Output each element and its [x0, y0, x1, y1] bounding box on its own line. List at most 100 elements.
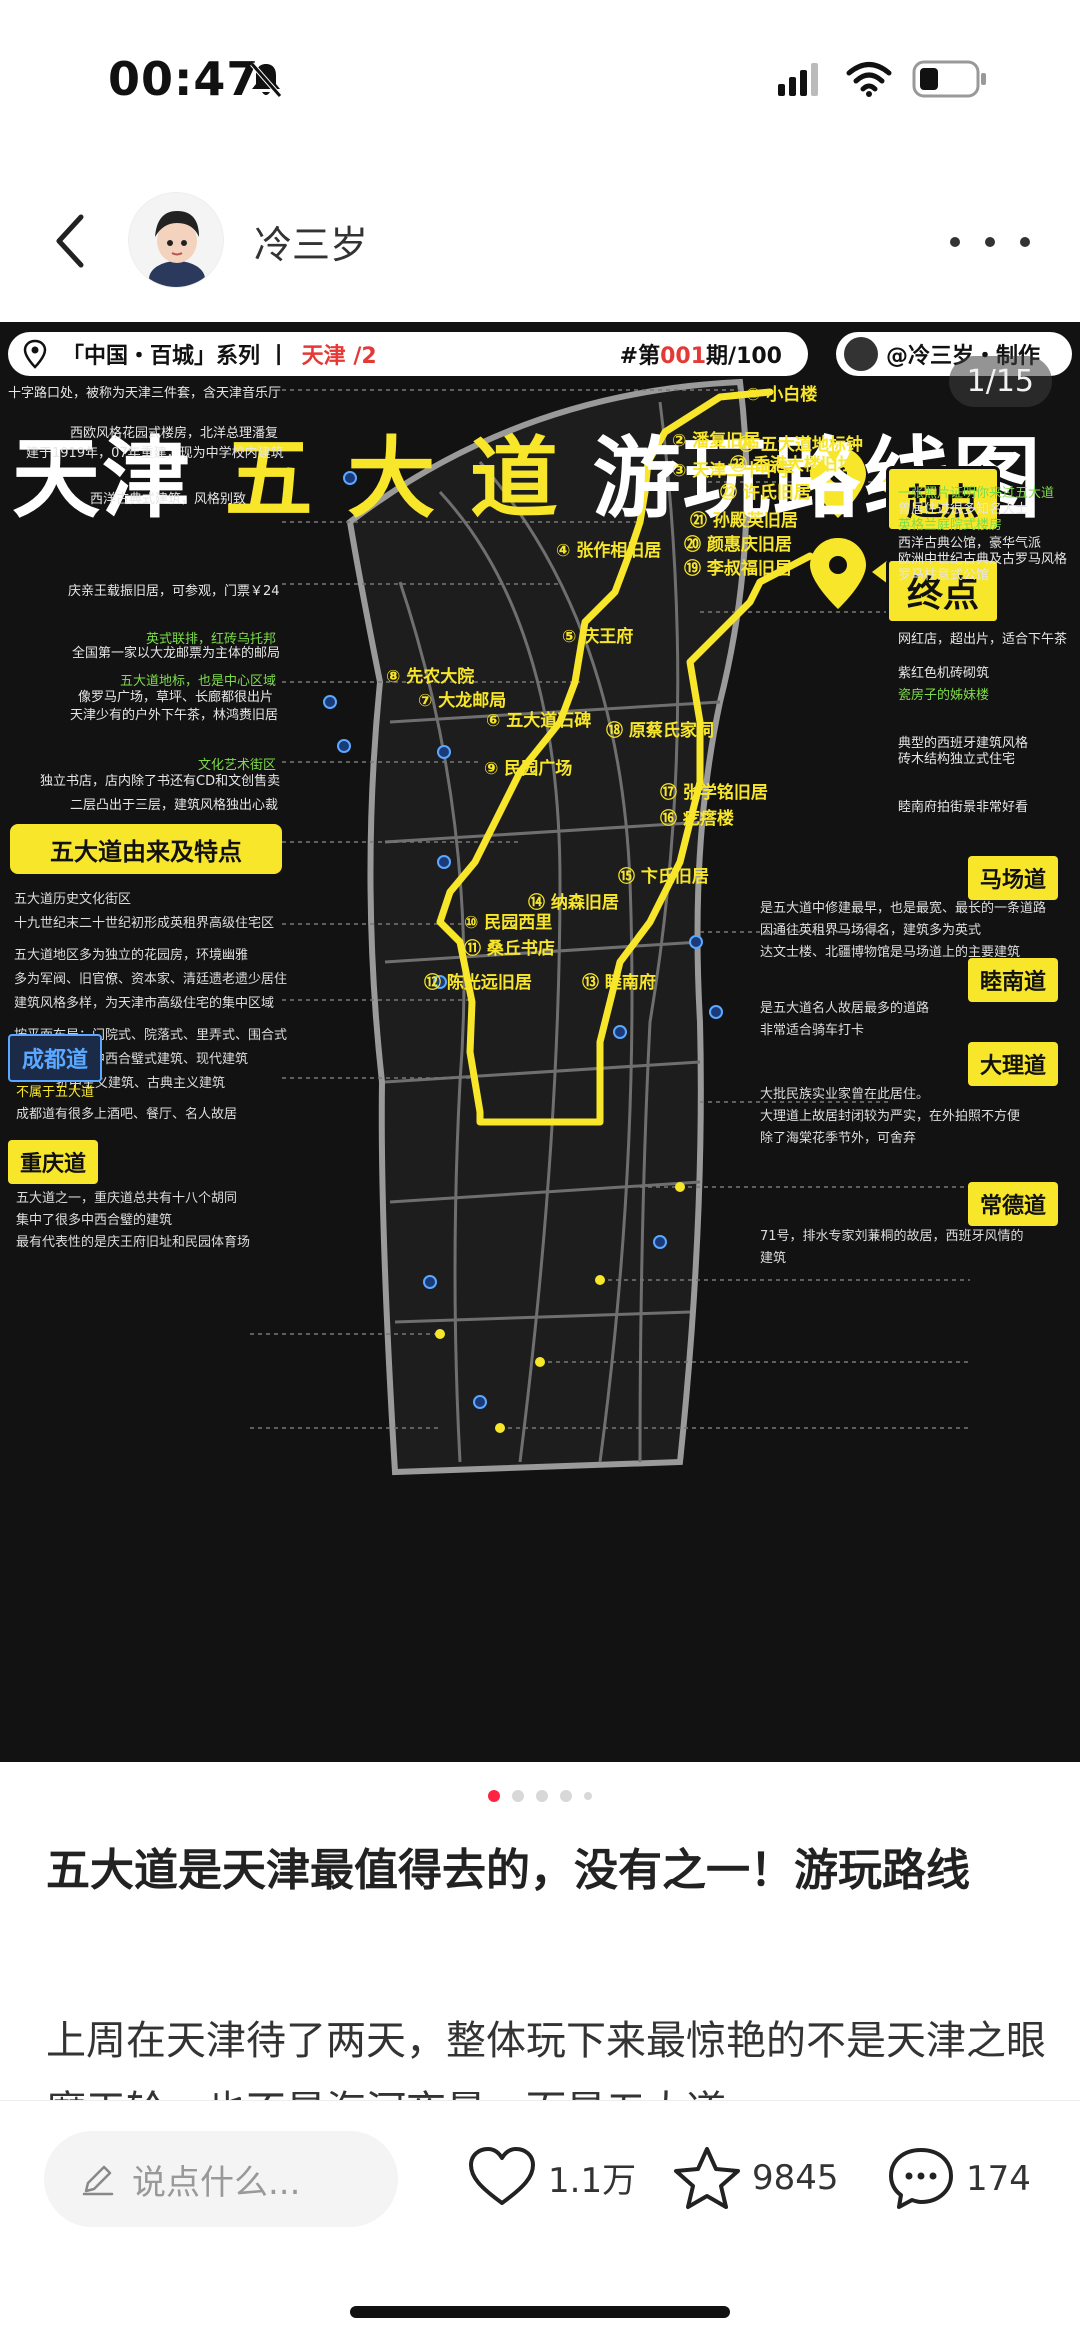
issue-number: 001	[660, 344, 707, 369]
star-icon	[674, 2147, 740, 2209]
road-tag-machang: 马场道	[968, 856, 1059, 900]
carousel-indicator[interactable]	[0, 1790, 1080, 1802]
road-desc-line: 集中了很多中西合璧的建筑	[16, 1213, 173, 1228]
like-button[interactable]: 1.1万	[466, 2145, 636, 2209]
maker-avatar	[844, 337, 878, 371]
road-desc-line: 因通往英租界马场得名，建筑多为英式	[760, 923, 982, 938]
road-desc-line: 71号，排水专家刘蒹桐的故居，西班牙风情的	[760, 1229, 1024, 1244]
right-note: 瓷房子的姊妹楼	[898, 688, 990, 703]
post-title: 五大道是天津最值得去的，没有之一！游玩路线	[46, 1845, 970, 1896]
right-note: 网红店，超出片，适合下午茶	[898, 632, 1068, 647]
author-avatar[interactable]	[128, 192, 224, 288]
stop-label: ⑩ 民园西里	[464, 913, 553, 933]
stop-label: ⑭ 纳森旧居	[528, 893, 619, 913]
comment-button[interactable]: 174	[886, 2145, 1031, 2213]
author-name[interactable]: 冷三岁	[254, 223, 369, 267]
more-dots-icon	[950, 237, 960, 247]
road-tag-chengdu: 成都道	[8, 1034, 103, 1082]
right-note: 曾居住过很多知名人士	[898, 502, 1029, 517]
road-tag-changde: 常德道	[968, 1182, 1059, 1226]
stop-label: ⑮ 卞氏旧居	[618, 867, 709, 887]
end-pin-icon	[810, 538, 888, 609]
end-label: 终点	[886, 558, 1001, 624]
left-note: 天津少有的户外下午茶，林鸿赉旧居	[70, 708, 279, 723]
stop-label: ㉑ 孙殿英旧居	[690, 511, 798, 531]
right-note: 砖木结构独立式住宅	[898, 752, 1016, 767]
issue-suffix: 期/100	[706, 344, 782, 369]
road-desc-line: 大批民族实业家曾在此居住。	[760, 1087, 930, 1102]
heart-icon	[469, 2147, 535, 2205]
page-counter: 1/15	[948, 356, 1052, 407]
stop-label: ⑳ 颜惠庆旧居	[684, 535, 792, 555]
status-time: 00:47	[108, 52, 260, 106]
like-count: 1.1万	[548, 2160, 637, 2201]
post-image-carousel[interactable]: 1/15 「中国・百城」系列 丨 天津 /2 #第001期/100 @冷三岁・制…	[0, 322, 1080, 1762]
status-bar: 00:47	[0, 0, 1080, 150]
carousel-dot	[536, 1790, 548, 1802]
road-tag-chongqing: 重庆道	[8, 1140, 99, 1184]
stop-label: ④ 张作相旧居	[556, 541, 662, 561]
stop-label: ⑲ 李叔福旧居	[684, 559, 792, 579]
road-desc-chengdu: 不属于五大道 成都道有很多上酒吧、餐厅、名人故居	[16, 1082, 237, 1126]
bell-off-icon	[250, 62, 282, 98]
road-desc-line: 是五大道中修建最早，也是最宽、最长的一条道路	[760, 901, 1047, 916]
left-note: 西欧风格花园式楼房，北洋总理潘复	[70, 426, 279, 441]
legend-line: 五大道地区多为独立的花园房，环境幽雅	[14, 948, 249, 963]
legend-title: 五大道由来及特点	[10, 824, 282, 874]
legend-line: 十九世纪末二十世纪初形成英租界高级住宅区	[14, 916, 275, 931]
road-desc-machang: 是五大道中修建最早，也是最宽、最长的一条道路 因通往英租界马场得名，建筑多为英式…	[760, 898, 1046, 964]
image-series-bar: 「中国・百城」系列 丨 天津 /2 #第001期/100	[8, 332, 808, 376]
city-label: 天津 /2	[301, 344, 377, 369]
road-desc-line: 五大道之一，重庆道总共有十八个胡同	[16, 1191, 238, 1206]
stop-label: ⑰ 张学铭旧居	[660, 783, 768, 803]
left-note: 五大道地标，也是中心区域	[120, 674, 277, 689]
road-desc-line: 是五大道名人故居最多的道路	[760, 1001, 930, 1016]
issue-prefix: #第	[619, 344, 661, 369]
signal-icon	[778, 63, 818, 96]
road-desc-dali: 大批民族实业家曾在此居住。 大理道上故居封闭较为严实，在外拍照不方便 除了海棠花…	[760, 1084, 1020, 1150]
stop-label: ㉓ 香港大楼旧址	[730, 455, 855, 475]
stop-label: ⑪ 桑丘书店	[464, 939, 555, 959]
right-note: 典型的西班牙建筑风格	[898, 736, 1029, 751]
legend-line: 五大道历史文化街区	[14, 892, 132, 907]
stop-label: ⑬ 睦南府	[582, 973, 656, 993]
road-desc-line: 建筑	[760, 1251, 787, 1266]
road-desc-munan: 是五大道名人故居最多的道路 非常适合骑车打卡	[760, 998, 929, 1042]
home-indicator[interactable]	[350, 2306, 730, 2318]
carousel-dot	[560, 1790, 572, 1802]
right-note: 罗马柱意式公馆	[898, 568, 990, 583]
road-tag-munan: 睦南道	[968, 958, 1059, 1002]
more-dot	[985, 237, 995, 247]
stop-label: ③ 天津二十中学	[672, 461, 795, 481]
pencil-icon	[82, 2165, 114, 2196]
comment-input[interactable]: 说点什么...	[44, 2131, 398, 2227]
left-note: 西洋古典式建筑，风格别致	[90, 492, 247, 507]
more-dot	[1020, 237, 1030, 247]
stop-label: ⑥ 五大道石碑	[486, 711, 592, 731]
back-button[interactable]	[40, 210, 100, 272]
series-label: 「中国・百城」系列 丨	[62, 344, 290, 369]
comment-count: 174	[966, 2159, 1031, 2199]
start-pin-icon	[810, 447, 888, 518]
road-desc-line: 不属于五大道	[16, 1085, 95, 1100]
title-left: 天津	[12, 427, 193, 530]
right-note: 英格兰庭院式楼房	[898, 518, 1003, 533]
left-note: 像罗马广场，草坪、长廊都很出片	[78, 690, 274, 705]
post-body[interactable]: 上周在天津待了两天，整体玩下来最惊艳的不是天津之眼摩天轮，也不是海河夜景，而是五…	[46, 2018, 1046, 2106]
carousel-dot	[584, 1792, 592, 1800]
legend-text: 五大道历史文化街区 十九世纪末二十世纪初形成英租界高级住宅区 五大道地区多为独立…	[14, 888, 294, 1096]
more-options-button[interactable]	[950, 220, 1030, 264]
location-pin-icon	[23, 339, 47, 369]
battery-icon	[912, 60, 986, 98]
road-desc-line: 最有代表性的是庆王府旧址和民园体育场	[16, 1235, 251, 1250]
post-header: 冷三岁	[0, 180, 1080, 300]
favorite-button[interactable]: 9845	[672, 2145, 839, 2211]
stop-label: ⑫ 陈光远旧居	[424, 973, 532, 993]
legend-line: 多为军阀、旧官僚、资本家、清廷遗老遗少居住	[14, 972, 288, 987]
carousel-dot-active	[488, 1790, 500, 1802]
left-note: 二层凸出于三层，建筑风格独出心裁	[70, 798, 279, 813]
left-note: 全国第一家以大龙邮票为主体的邮局	[72, 646, 281, 661]
road-desc-line: 除了海棠花季节外，可舍弃	[760, 1131, 917, 1146]
stop-label: ⑦ 大龙邮局	[418, 691, 507, 711]
start-label: 起点	[886, 466, 1001, 532]
